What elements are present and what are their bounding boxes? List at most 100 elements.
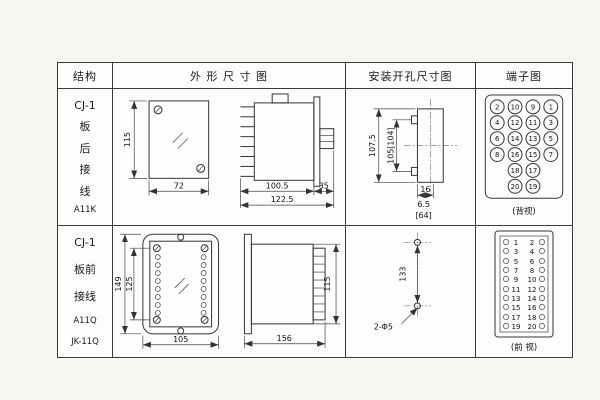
terminal-number: 12 bbox=[528, 286, 537, 294]
header-structure: 结构 bbox=[58, 63, 113, 89]
terminal-drawing-row2: 1 2 3 4 5 6 7 8 9 10 11 12 13 14 15 16 1… bbox=[476, 226, 572, 357]
terminal-number: 7 bbox=[549, 151, 553, 159]
terminal-number: 17 bbox=[512, 314, 521, 322]
dim-outer-height: 107.5 bbox=[368, 108, 416, 183]
terminal-svg-front: 1 2 3 4 5 6 7 8 9 10 11 12 13 14 15 16 1… bbox=[494, 230, 554, 353]
dim-label: 125 bbox=[125, 276, 134, 291]
dim-side-156: 156 bbox=[244, 321, 326, 348]
terminal-number: 3 bbox=[549, 119, 553, 127]
header-install: 安装开孔尺寸图 bbox=[346, 63, 476, 89]
terminal-number: 13 bbox=[529, 135, 538, 143]
terminal-number: 19 bbox=[512, 323, 521, 331]
header-terminal: 端子图 bbox=[476, 63, 572, 89]
dim-label: 107.5 bbox=[368, 134, 377, 157]
dim-label: 105 bbox=[173, 335, 188, 344]
structure-row2: CJ-1 板前 接线 A11Q JK-11Q bbox=[58, 226, 113, 357]
outline-svg-row2: 149 125 105 bbox=[114, 233, 341, 349]
structure-line: 接线 bbox=[74, 290, 96, 303]
terminal-number: 5 bbox=[514, 258, 518, 266]
header-terminal-label: 端子图 bbox=[506, 69, 542, 83]
terminal-number: 4 bbox=[495, 119, 500, 127]
terminal-strip-outline bbox=[494, 230, 554, 338]
terminal-number: 19 bbox=[529, 183, 538, 191]
terminal-number: 16 bbox=[528, 304, 537, 312]
terminal-number: 2 bbox=[495, 103, 499, 111]
terminal-block-outline bbox=[484, 94, 564, 199]
terminal-drawing-row1: 2 10 9 1 4 12 11 3 6 14 13 5 8 16 15 7 1… bbox=[476, 89, 572, 226]
terminal-number: 20 bbox=[511, 183, 520, 191]
terminal-number: 9 bbox=[514, 276, 518, 284]
terminal-number: 6 bbox=[530, 258, 535, 266]
structure-line: CJ-1 bbox=[74, 236, 96, 249]
terminal-number: 5 bbox=[549, 135, 553, 143]
dim-width-105: 105 bbox=[142, 335, 219, 349]
install-drawing-row1: 107.5 105[104] 16 6.5 [64] bbox=[346, 89, 476, 226]
terminal-svg-rear: 2 10 9 1 4 12 11 3 6 14 13 5 8 16 15 7 1… bbox=[484, 94, 564, 216]
terminal-number: 17 bbox=[529, 167, 538, 175]
relay-front-view bbox=[148, 100, 210, 179]
dim-label: [64] bbox=[415, 211, 431, 220]
terminal-number: 15 bbox=[512, 304, 521, 312]
terminal-number: 12 bbox=[511, 119, 520, 127]
dim-label: 115 bbox=[323, 276, 332, 291]
view-caption: (前 视) bbox=[511, 342, 537, 353]
install-drawing-row2: 133 2-Φ5 bbox=[346, 226, 476, 357]
terminal-number: 4 bbox=[530, 248, 535, 256]
structure-line: 线 bbox=[79, 185, 91, 199]
view-caption: (背视) bbox=[512, 206, 535, 216]
structure-line: 板前 bbox=[74, 262, 96, 276]
structure-line: 接 bbox=[79, 163, 91, 177]
header-outline-label: 外 形 尺 寸 图 bbox=[190, 69, 268, 83]
structure-line: 后 bbox=[79, 141, 91, 155]
terminal-number: 9 bbox=[531, 103, 535, 111]
terminal-number: 16 bbox=[511, 151, 520, 159]
terminal-number: 14 bbox=[511, 135, 520, 143]
dim-label: 72 bbox=[174, 181, 184, 190]
dim-inner-height: 105[104] bbox=[387, 119, 412, 172]
terminal-number: 8 bbox=[495, 151, 499, 159]
structure-line: 板 bbox=[79, 119, 91, 133]
install-svg-row2: 133 2-Φ5 bbox=[374, 232, 432, 332]
terminal-strip-inner bbox=[499, 235, 549, 333]
dim-height-133: 133 bbox=[399, 245, 421, 303]
dim-side-group: 100.5 35 122.5 bbox=[240, 150, 335, 209]
dim-width-72: 72 bbox=[148, 180, 209, 196]
dim-label: 133 bbox=[399, 267, 408, 282]
header-outline: 外 形 尺 寸 图 bbox=[113, 63, 346, 89]
dim-label: 156 bbox=[277, 334, 292, 343]
terminal-number: 18 bbox=[528, 314, 537, 322]
outline-drawing-row2: 149 125 105 bbox=[113, 226, 346, 357]
dim-height-149: 149 bbox=[114, 233, 141, 335]
dim-label: 149 bbox=[114, 276, 123, 291]
terminal-circles-front: 1 2 3 4 5 6 7 8 9 10 11 12 13 14 15 16 1… bbox=[503, 239, 545, 331]
header-install-label: 安装开孔尺寸图 bbox=[368, 69, 453, 83]
dim-height-115: 115 bbox=[123, 100, 148, 179]
terminal-number: 2 bbox=[530, 239, 534, 247]
terminal-circles-rear: 2 10 9 1 4 12 11 3 6 14 13 5 8 16 15 7 1… bbox=[489, 99, 559, 194]
terminal-number: 8 bbox=[530, 267, 534, 275]
terminal-number: 6 bbox=[495, 135, 499, 143]
structure-line: CJ-1 bbox=[74, 99, 96, 112]
terminal-number: 3 bbox=[514, 248, 518, 256]
structure-line: A11Q bbox=[73, 315, 97, 326]
terminal-number: 13 bbox=[512, 295, 521, 303]
outline-drawing-row1: 115 72 bbox=[113, 89, 346, 226]
dim-side-115: 115 bbox=[313, 243, 341, 325]
dim-label: 105[104] bbox=[387, 127, 396, 163]
outline-svg-row1: 115 72 bbox=[123, 93, 335, 209]
terminal-number: 14 bbox=[528, 295, 537, 303]
structure-line: A11K bbox=[73, 204, 97, 215]
terminal-number: 10 bbox=[511, 103, 520, 111]
cutout-shape bbox=[403, 98, 458, 193]
dim-label: 6.5 bbox=[417, 200, 430, 209]
dim-label: 115 bbox=[123, 132, 132, 147]
terminal-number: 20 bbox=[528, 323, 537, 331]
dim-label: 2-Φ5 bbox=[374, 323, 393, 332]
structure-row1: CJ-1 板 后 接 线 A11K bbox=[58, 89, 113, 226]
terminal-number: 7 bbox=[514, 267, 518, 275]
drawing-table: 结构 外 形 尺 寸 图 安装开孔尺寸图 端子图 CJ-1 板 后 接 线 A1… bbox=[57, 62, 573, 358]
dim-label: 122.5 bbox=[271, 195, 294, 204]
dim-label: 35 bbox=[319, 181, 329, 190]
dim-label: 16 bbox=[420, 185, 430, 194]
terminal-number: 10 bbox=[528, 276, 537, 284]
